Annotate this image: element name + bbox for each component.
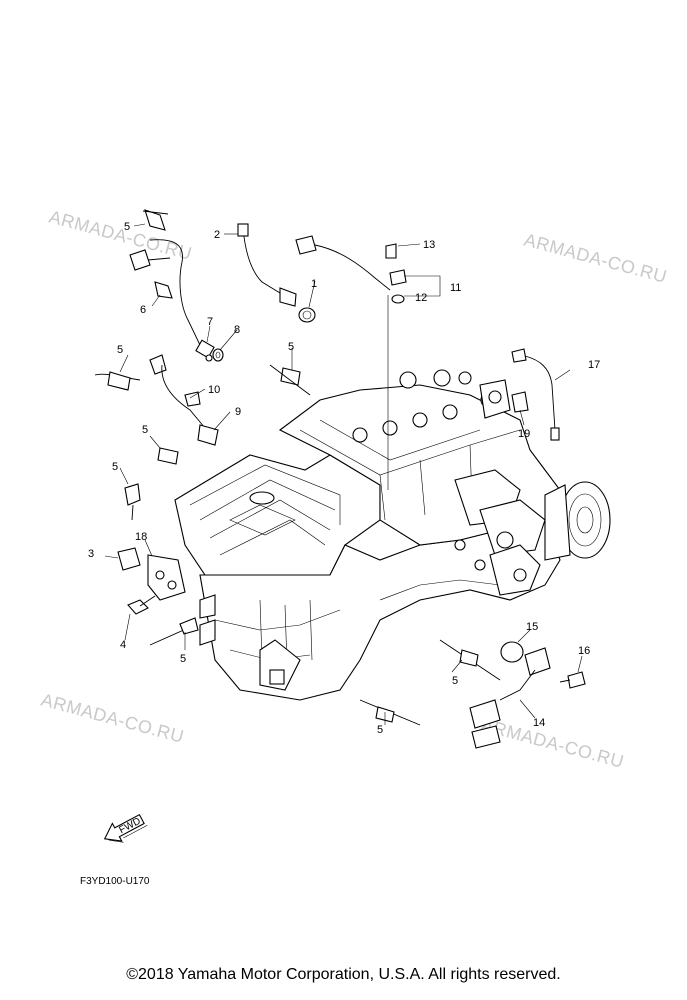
callout-19: 19 — [518, 428, 530, 440]
callout-5: 5 — [124, 221, 130, 233]
parts — [94, 209, 586, 749]
callout-9: 9 — [235, 406, 241, 418]
callouts: 5 2 6 7 8 1 13 11 12 5 10 9 5 5 18 3 4 5… — [88, 221, 600, 736]
callout-7: 7 — [207, 316, 213, 328]
callout-5f: 5 — [288, 341, 294, 353]
callout-14: 14 — [533, 717, 545, 729]
copyright-notice: ©2018 Yamaha Motor Corporation, U.S.A. A… — [126, 966, 561, 983]
diagram-code: F3YD100-U170 — [80, 876, 150, 887]
leader-lines — [104, 223, 583, 725]
fwd-label: FWD — [117, 816, 142, 836]
callout-15: 15 — [526, 621, 538, 633]
callout-17: 17 — [588, 359, 600, 371]
callout-8: 8 — [234, 324, 240, 336]
callout-13: 13 — [423, 239, 435, 251]
watermark-top-left: ARMADA-CO.RU — [47, 207, 194, 264]
callout-5e: 5 — [180, 653, 186, 665]
callout-16: 16 — [578, 645, 590, 657]
callout-18: 18 — [135, 531, 147, 543]
callout-5b: 5 — [117, 344, 123, 356]
callout-6: 6 — [140, 304, 146, 316]
watermark-bottom-right: ARMADA-CO.RU — [479, 715, 626, 772]
callout-3: 3 — [88, 548, 94, 560]
callout-5c: 5 — [142, 424, 148, 436]
engine-block — [174, 369, 611, 701]
callout-1: 1 — [311, 278, 317, 290]
fwd-arrow-icon: FWD — [103, 813, 148, 843]
watermark-top-right: ARMADA-CO.RU — [522, 230, 669, 287]
callout-10: 10 — [208, 384, 220, 396]
callout-12: 12 — [415, 292, 427, 304]
watermark-bottom-left: ARMADA-CO.RU — [39, 690, 186, 747]
callout-11: 11 — [450, 282, 461, 294]
callout-4: 4 — [120, 639, 126, 651]
callout-5h: 5 — [377, 724, 383, 736]
callout-5g: 5 — [452, 675, 458, 687]
callout-2: 2 — [214, 229, 220, 241]
callout-5d: 5 — [112, 461, 118, 473]
